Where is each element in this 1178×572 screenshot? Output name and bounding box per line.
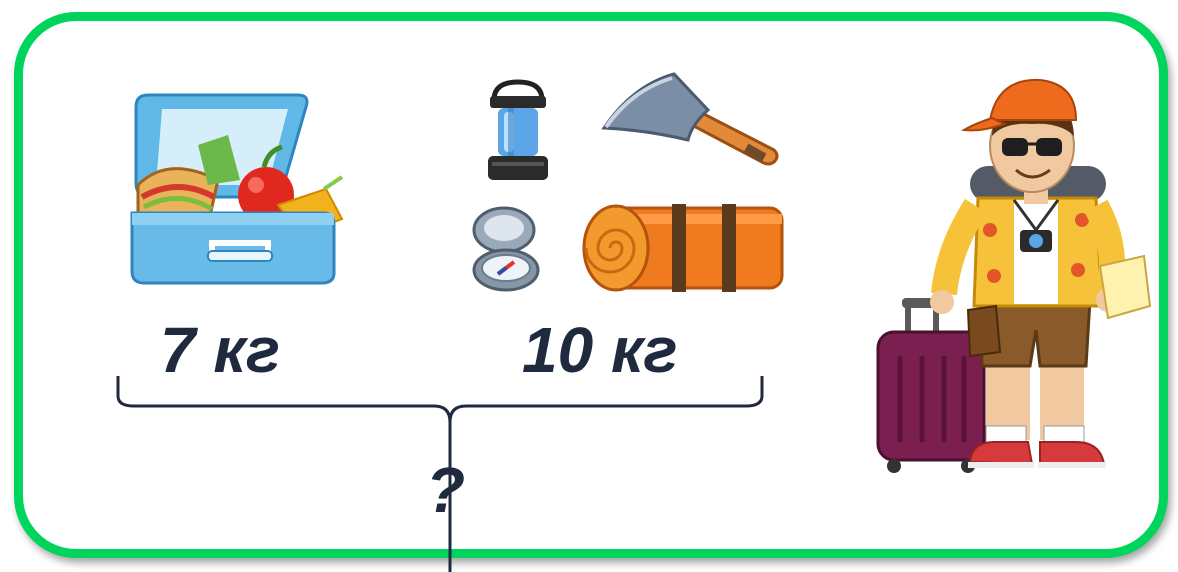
sleeping-mat-icon	[582, 200, 792, 296]
question-mark: ?	[426, 458, 465, 522]
tourist-icon	[864, 70, 1154, 480]
lantern-icon	[486, 78, 550, 184]
axe-icon	[596, 70, 782, 170]
compass-icon	[470, 204, 542, 294]
lunchbox-icon	[128, 85, 348, 290]
